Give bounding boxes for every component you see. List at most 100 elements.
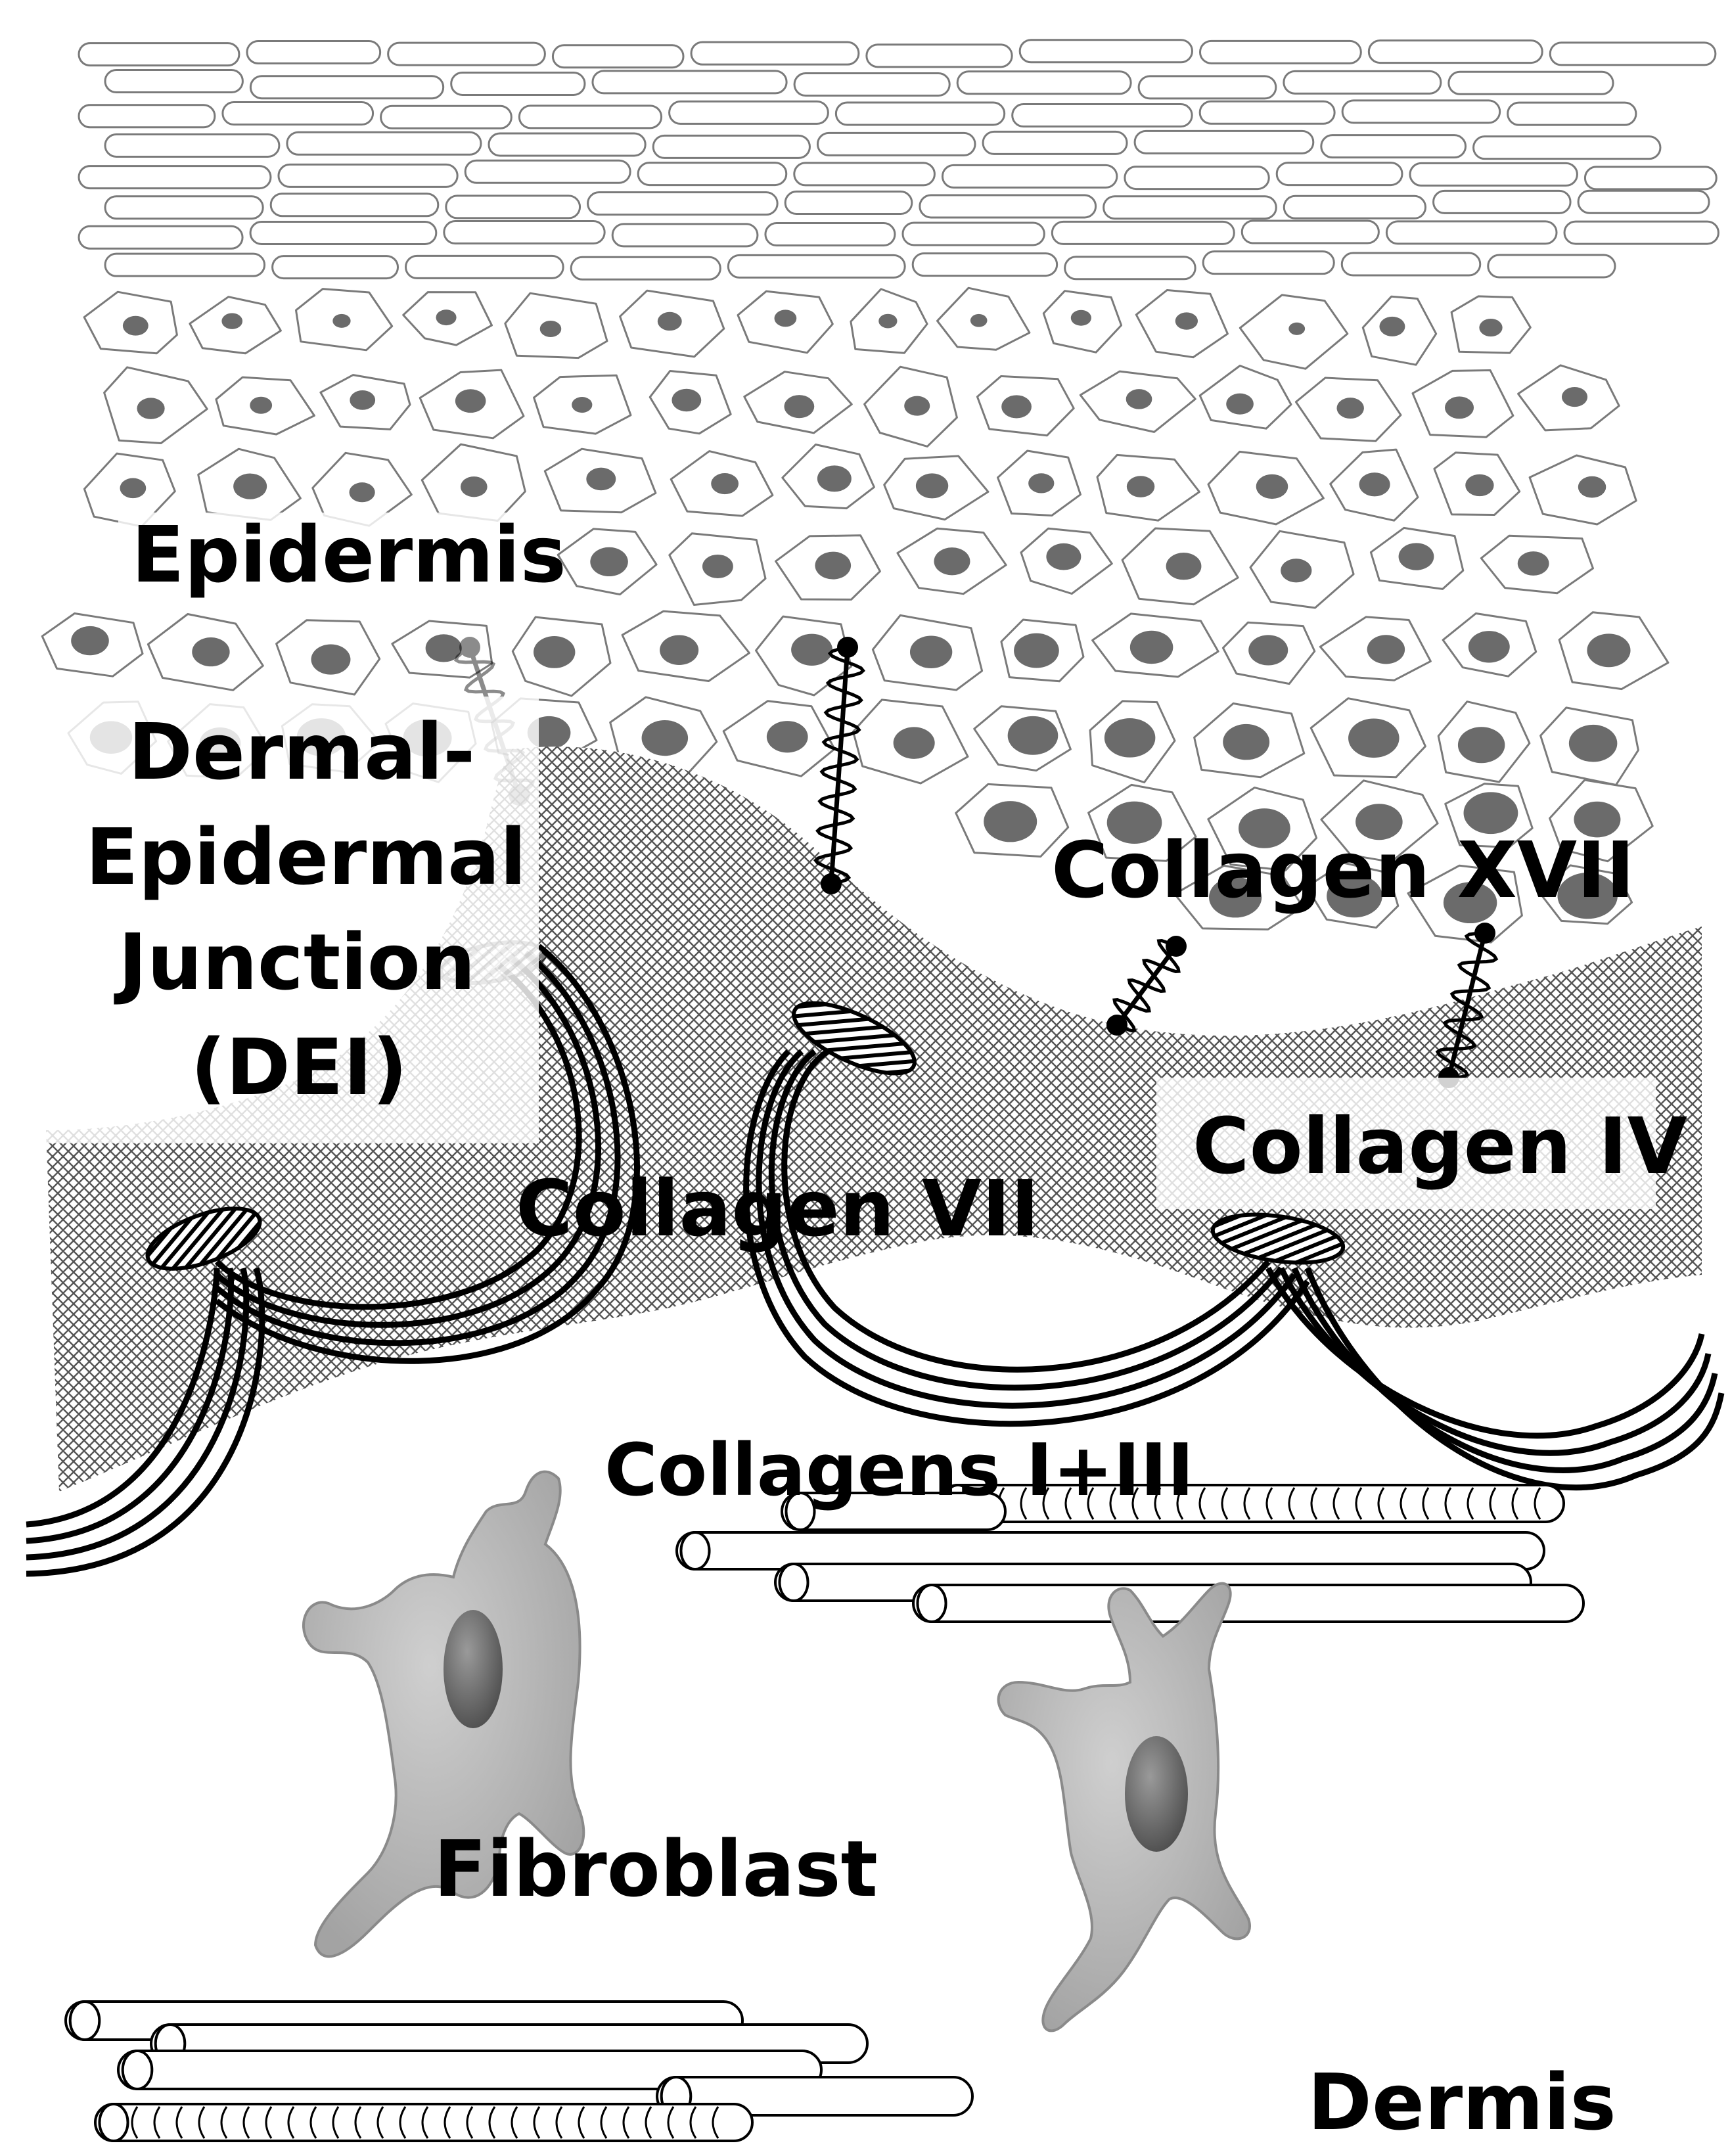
keratinocyte-nucleus: [233, 473, 267, 499]
squamous-cell: [1447, 70, 1614, 95]
squamous-cell: [1275, 162, 1403, 187]
keratinocyte-nucleus: [71, 626, 109, 656]
keratinocyte-nucleus: [533, 636, 576, 668]
keratinocyte-nucleus: [1348, 718, 1400, 758]
squamous-cell: [78, 42, 240, 67]
keratinocyte-nucleus: [815, 551, 852, 580]
squamous-cell: [1583, 166, 1718, 191]
squamous-cell: [956, 70, 1132, 95]
keratinocyte-nucleus: [1014, 633, 1059, 668]
squamous-cell: [464, 159, 631, 184]
keratinocyte-nucleus: [1070, 310, 1091, 326]
keratinocyte-nucleus: [1463, 792, 1518, 835]
keratinocyte-nucleus: [641, 720, 689, 756]
squamous-cell: [652, 134, 811, 159]
keratinocyte-nucleus: [460, 476, 488, 497]
label-collagen-vii: Collagen VII: [516, 1163, 1039, 1254]
anchoring-plaque-center: [792, 1001, 917, 1076]
keratinocyte-nucleus: [192, 637, 230, 667]
anchoring-plaque-left: [145, 1206, 262, 1271]
keratinocyte-nucleus: [1288, 322, 1306, 335]
squamous-cell: [919, 194, 1097, 219]
squamous-cell: [78, 104, 216, 129]
anchoring-fibril-right: [1265, 1266, 1725, 1491]
label-collagen-xvii: Collagen XVII: [1051, 825, 1635, 915]
label-dej-line2: Epidermal: [85, 812, 526, 902]
keratinocyte-nucleus: [1561, 386, 1588, 407]
keratinocyte-nucleus: [791, 633, 833, 666]
squamous-cell: [488, 132, 647, 157]
anchoring-fibril-upper-left: [214, 944, 640, 1364]
collagen-xvii-molecule-center: [813, 637, 865, 894]
squamous-cell: [611, 223, 759, 248]
squamous-cell: [249, 220, 438, 245]
keratinocyte-nucleus: [878, 313, 898, 329]
keratinocyte-nucleus: [250, 396, 273, 414]
squamous-cell: [249, 75, 445, 100]
keratinocyte-nucleus: [425, 634, 462, 662]
keratinocyte-nucleus: [1226, 393, 1254, 415]
squamous-cell: [1507, 101, 1637, 126]
squamous-cell: [668, 100, 829, 125]
label-collagens-i-iii: Collagens I+III: [604, 1428, 1194, 1512]
keratinocyte-nucleus: [660, 635, 699, 666]
squamous-cell: [911, 252, 1058, 277]
keratinocyte-nucleus: [455, 389, 486, 413]
keratinocyte-nucleus: [221, 313, 243, 329]
squamous-cell: [1202, 250, 1335, 275]
collagen-xvii-molecule-right-a: [1106, 936, 1187, 1036]
keratinocyte-nucleus: [1336, 398, 1364, 419]
keratinocyte-nucleus: [702, 554, 733, 578]
keratinocyte-nucleus: [1209, 877, 1262, 918]
keratinocyte-nucleus: [1568, 724, 1618, 762]
collagen-fibre-upper-3: [912, 1584, 1585, 1623]
keratinocyte-nucleus: [539, 320, 562, 337]
squamous-cell: [405, 254, 564, 279]
keratinocyte-nucleus: [586, 467, 616, 491]
fibroblast-nucleus-1: [444, 1610, 503, 1728]
keratinocyte-nucleus: [1398, 543, 1434, 570]
squamous-cell: [221, 101, 375, 126]
squamous-cell: [591, 70, 788, 95]
squamous-cell: [1340, 252, 1482, 277]
squamous-cell: [1432, 189, 1572, 214]
squamous-cell: [78, 225, 244, 250]
squamous-cell: [1367, 39, 1543, 64]
keratinocyte-nucleus: [122, 315, 148, 336]
keratinocyte-nucleus: [1001, 395, 1032, 419]
keratinocyte-nucleus: [904, 396, 930, 416]
squamous-cell: [1563, 220, 1719, 245]
squamous-cell: [1133, 129, 1315, 154]
squamous-cell: [793, 162, 936, 187]
keratinocyte-nucleus: [909, 635, 953, 668]
anchoring-fibril-center: [743, 1049, 1310, 1427]
keratinocyte-nucleus: [1126, 476, 1155, 497]
keratinocyte-nucleus: [1129, 630, 1173, 664]
squamous-cell: [1472, 135, 1662, 160]
squamous-cell: [784, 191, 913, 216]
squamous-cell: [587, 191, 779, 216]
squamous-cell: [104, 133, 281, 158]
keratinocyte-nucleus: [590, 547, 628, 577]
epidermis-label-backdrop: [118, 513, 539, 598]
squamous-cell: [269, 193, 440, 218]
squamous-cell: [1103, 195, 1277, 220]
squamous-cell: [834, 101, 1006, 126]
squamous-cell: [518, 104, 663, 129]
squamous-cell: [637, 162, 788, 187]
squamous-cell: [450, 71, 586, 96]
squamous-cell: [1124, 166, 1270, 191]
keratinocyte-nucleus: [784, 395, 815, 419]
keratinocyte-nucleus: [1445, 396, 1474, 419]
keratinocyte-nucleus: [774, 310, 797, 327]
collagen-i-iii-fibres: [64, 1484, 1585, 2142]
keratinocyte-nucleus: [970, 313, 988, 327]
keratinocyte-nucleus: [1281, 559, 1312, 583]
label-fibroblast: Fibroblast: [434, 1823, 878, 1914]
keratinocyte-nucleus: [1175, 312, 1198, 330]
squamous-cell: [570, 256, 721, 281]
squamous-cell: [1198, 100, 1336, 125]
keratinocyte-nucleus: [349, 482, 375, 503]
label-dej-line3: Junction: [114, 917, 476, 1007]
squamous-cell: [286, 131, 482, 156]
